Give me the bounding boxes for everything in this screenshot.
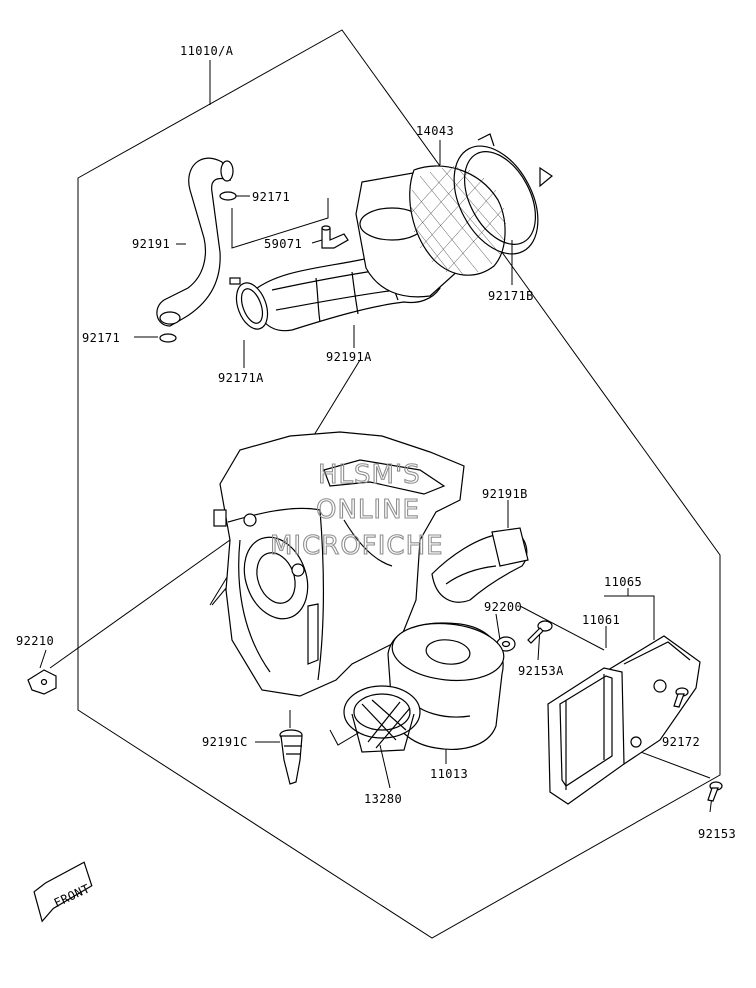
screw-92172: [673, 687, 689, 708]
front-arrow: FRONT: [33, 861, 93, 923]
bolt-92153: [707, 781, 723, 802]
label-92210: 92210: [16, 634, 54, 648]
bracket-92210: [27, 669, 57, 695]
label-92191b: 92191B: [482, 487, 528, 501]
label-13280: 13280: [364, 792, 402, 806]
clamp-92171-top: [219, 191, 237, 201]
element-14043: [355, 165, 507, 298]
label-92171a: 92171A: [218, 371, 264, 385]
watermark: HLSM'S ONLINE MICROFICHE: [269, 459, 444, 561]
label-92191c: 92191C: [202, 735, 248, 749]
seal-11061: [547, 667, 625, 805]
watermark-line-3: MICROFICHE: [270, 531, 444, 561]
label-92191: 92191: [132, 237, 170, 251]
fitting-59071: [321, 225, 349, 249]
label-14043: 14043: [416, 124, 454, 138]
label-92153a: 92153A: [518, 664, 564, 678]
holder-13280: [343, 685, 421, 753]
label-92171b: 92171B: [488, 289, 534, 303]
clamp-92171-left: [159, 333, 177, 343]
label-92191a: 92191A: [326, 350, 372, 364]
label-59071: 59071: [264, 237, 302, 251]
cover-11065: [607, 635, 701, 766]
watermark-line-1: HLSM'S: [318, 460, 421, 490]
tube-92191b: [431, 527, 529, 603]
part-labels: 11010/A 14043 92171 92191 59071 92171 92…: [16, 44, 736, 841]
airbox-housing: [213, 431, 465, 697]
label-92171-left: 92171: [82, 331, 120, 345]
label-92153: 92153: [698, 827, 736, 841]
drain-92191c: [279, 729, 303, 785]
label-92172: 92172: [662, 735, 700, 749]
label-11065: 11065: [604, 575, 642, 589]
label-92200: 92200: [484, 600, 522, 614]
label-11010a: 11010/A: [180, 44, 234, 58]
clamp-92171b: [453, 133, 554, 255]
hose-92191: [156, 157, 234, 327]
label-11061: 11061: [582, 613, 620, 627]
label-11013: 11013: [430, 767, 468, 781]
assembly-boundary: [77, 29, 721, 939]
label-92171-top: 92171: [252, 190, 290, 204]
watermark-line-2: ONLINE: [316, 495, 420, 525]
clamp-92171a: [229, 277, 269, 330]
bolt-92153a: [527, 620, 553, 644]
